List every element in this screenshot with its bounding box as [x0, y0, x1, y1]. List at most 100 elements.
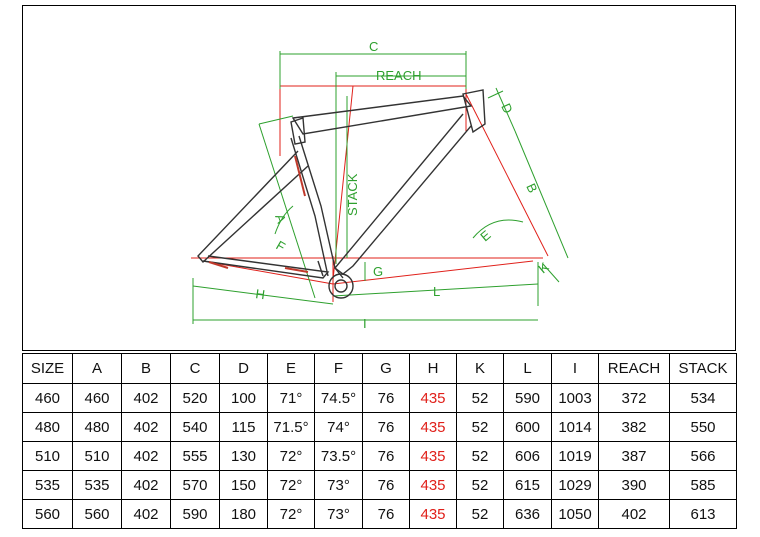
dim-label-h: H	[255, 286, 266, 302]
table-header-cell: K	[456, 353, 504, 384]
table-cell: 130	[219, 441, 268, 471]
table-cell: 74.5°	[314, 383, 363, 413]
table-cell: 76	[362, 499, 410, 529]
table-cell: 180	[219, 499, 268, 529]
table-cell: 387	[598, 441, 670, 471]
table-cell: 520	[170, 383, 220, 413]
table-cell: 560	[22, 499, 73, 529]
dim-label-l: L	[433, 284, 440, 299]
table-cell: 71.5°	[267, 412, 315, 442]
table-cell: 100	[219, 383, 268, 413]
table-header-cell: SIZE	[22, 353, 73, 384]
table-cell: 510	[22, 441, 73, 471]
table-cell: 52	[456, 441, 504, 471]
table-cell: 535	[72, 470, 122, 500]
dim-label-reach: REACH	[376, 68, 422, 83]
table-cell: 402	[121, 470, 171, 500]
table-cell: 73°	[314, 470, 363, 500]
table-cell: 72°	[267, 499, 315, 529]
dim-label-i: I	[363, 316, 367, 331]
table-cell: 76	[362, 470, 410, 500]
table-cell: 590	[503, 383, 552, 413]
table-cell: 382	[598, 412, 670, 442]
table-cell: 460	[72, 383, 122, 413]
table-cell: 615	[503, 470, 552, 500]
frame-red-accent	[208, 155, 309, 273]
table-header-cell: STACK	[669, 353, 737, 384]
dim-label-c: C	[369, 39, 378, 54]
geometry-diagram-frame: C REACH STACK D B E K A F G H L I	[22, 5, 736, 351]
table-header-cell: B	[121, 353, 171, 384]
table-cell: 76	[362, 383, 410, 413]
table-cell: 555	[170, 441, 220, 471]
table-cell: 402	[121, 383, 171, 413]
table-cell: 435	[409, 470, 457, 500]
table-header-cell: REACH	[598, 353, 670, 384]
table-cell: 435	[409, 412, 457, 442]
table-cell: 460	[22, 383, 73, 413]
table-cell: 402	[121, 441, 171, 471]
table-cell: 115	[219, 412, 268, 442]
table-cell: 390	[598, 470, 670, 500]
table-cell: 435	[409, 383, 457, 413]
dim-label-stack: STACK	[345, 173, 360, 216]
dim-label-e: E	[477, 227, 494, 244]
table-cell: 1014	[551, 412, 599, 442]
table-cell: 1003	[551, 383, 599, 413]
table-header-cell: C	[170, 353, 220, 384]
table-cell: 76	[362, 441, 410, 471]
table-cell: 52	[456, 383, 504, 413]
table-cell: 570	[170, 470, 220, 500]
table-cell: 566	[669, 441, 737, 471]
table-header-cell: H	[409, 353, 457, 384]
table-cell: 402	[598, 499, 670, 529]
table-cell: 1050	[551, 499, 599, 529]
frame-geometry-diagram: C REACH STACK D B E K A F G H L I	[191, 39, 569, 331]
table-cell: 600	[503, 412, 552, 442]
table-cell: 636	[503, 499, 552, 529]
table-cell: 76	[362, 412, 410, 442]
green-dimension-lines	[192, 51, 569, 324]
table-header-cell: A	[72, 353, 122, 384]
table-header-cell: E	[267, 353, 315, 384]
table-cell: 534	[669, 383, 737, 413]
red-geometry-lines	[191, 85, 549, 302]
table-cell: 52	[456, 412, 504, 442]
dim-label-g: G	[373, 264, 383, 279]
table-cell: 480	[22, 412, 73, 442]
table-cell: 540	[170, 412, 220, 442]
bike-frame-outline	[197, 89, 486, 299]
table-cell: 74°	[314, 412, 363, 442]
table-cell: 72°	[267, 470, 315, 500]
table-cell: 535	[22, 470, 73, 500]
table-cell: 73.5°	[314, 441, 363, 471]
table-cell: 435	[409, 499, 457, 529]
table-header-cell: G	[362, 353, 410, 384]
table-cell: 1029	[551, 470, 599, 500]
table-header-cell: I	[551, 353, 599, 384]
table-cell: 510	[72, 441, 122, 471]
table-cell: 372	[598, 383, 670, 413]
dim-label-f: F	[274, 238, 288, 255]
dim-label-a: A	[272, 212, 289, 226]
table-cell: 550	[669, 412, 737, 442]
table-cell: 585	[669, 470, 737, 500]
dim-label-b: B	[523, 181, 540, 195]
table-header-cell: D	[219, 353, 268, 384]
table-header-cell: F	[314, 353, 363, 384]
table-cell: 480	[72, 412, 122, 442]
table-cell: 1019	[551, 441, 599, 471]
table-cell: 606	[503, 441, 552, 471]
table-cell: 435	[409, 441, 457, 471]
table-cell: 73°	[314, 499, 363, 529]
table-cell: 72°	[267, 441, 315, 471]
table-cell: 560	[72, 499, 122, 529]
table-cell: 402	[121, 499, 171, 529]
